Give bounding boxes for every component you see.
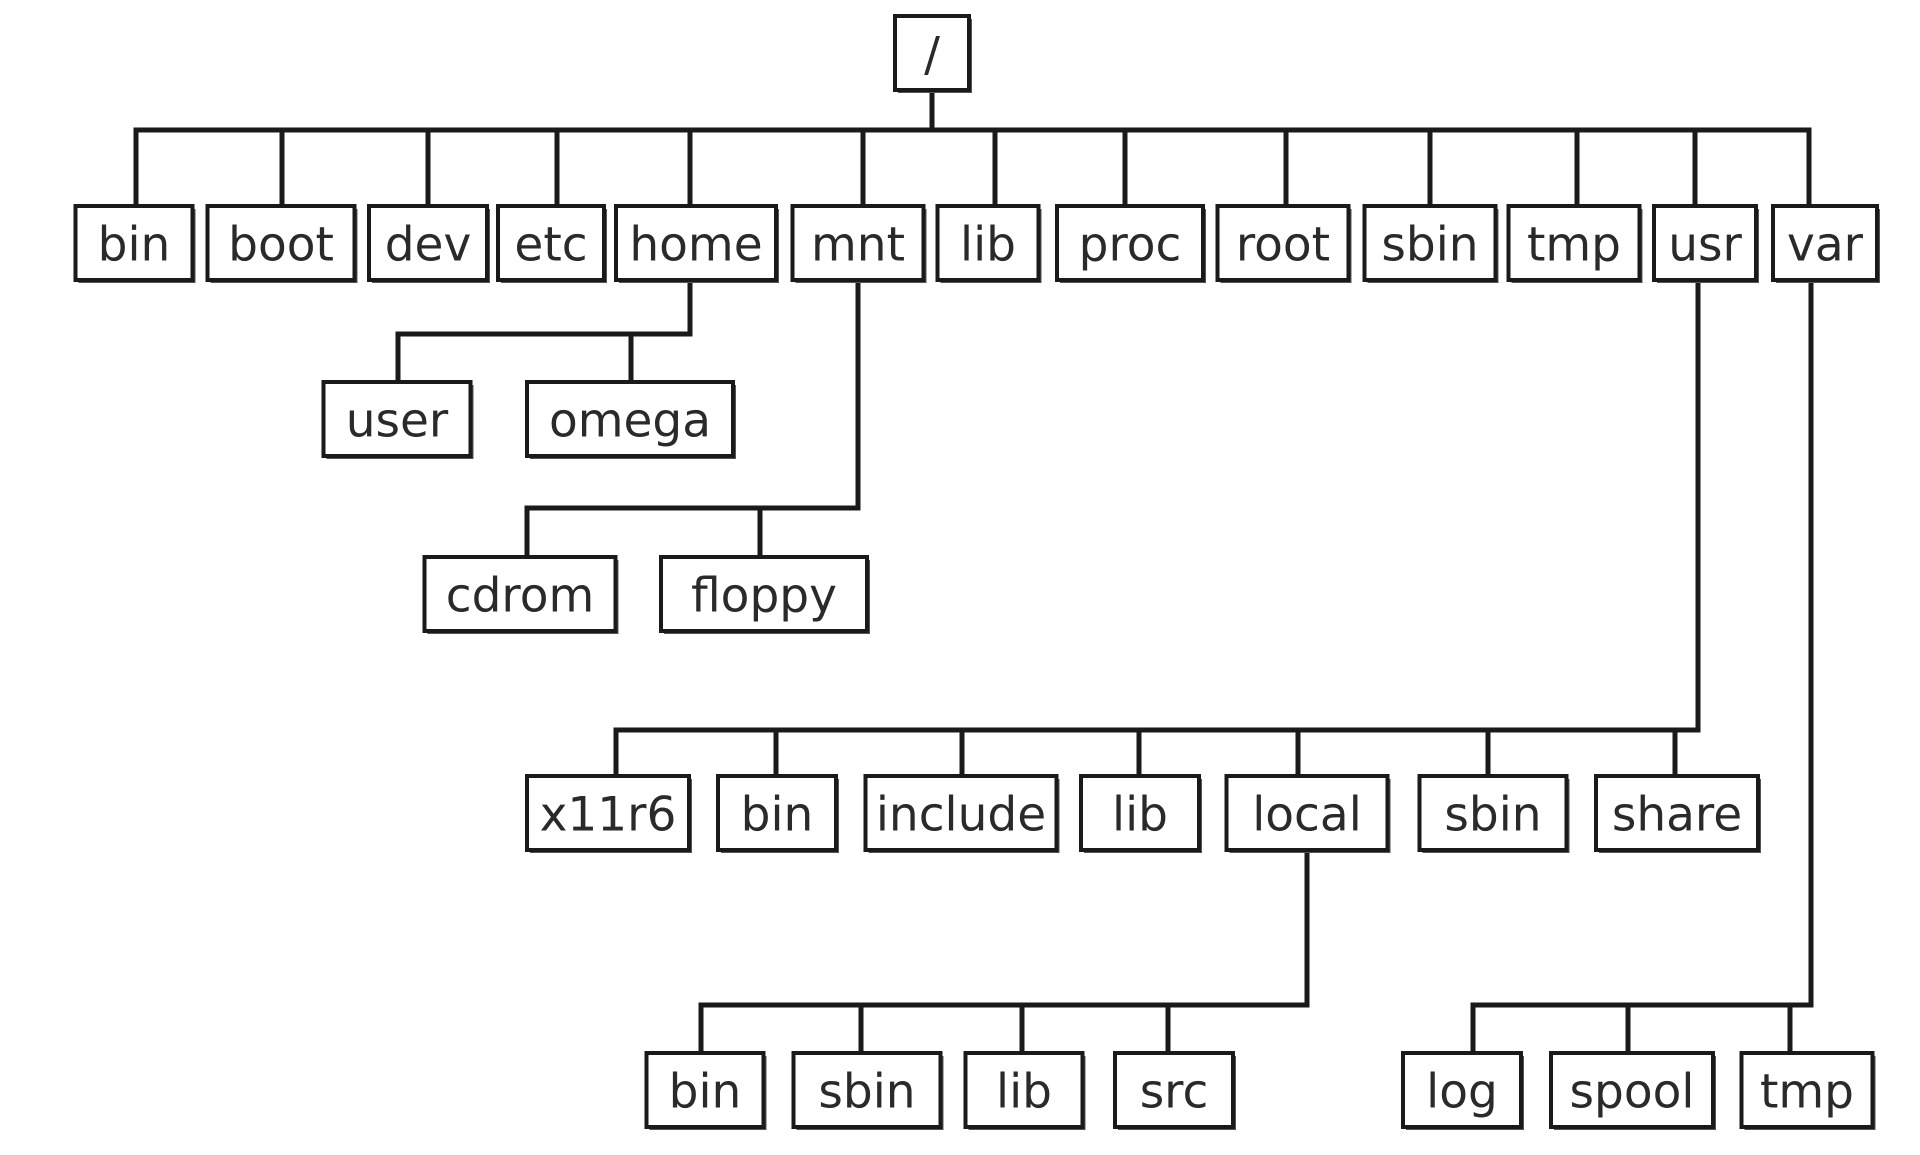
dir-node-spool: spool bbox=[1549, 1051, 1716, 1130]
dir-node-tmp: tmp bbox=[1506, 204, 1643, 283]
dir-node-src: src bbox=[1113, 1051, 1236, 1130]
dir-node-box bbox=[1739, 1051, 1875, 1129]
dir-node-proc: proc bbox=[1055, 204, 1206, 283]
dir-node-box bbox=[73, 204, 195, 282]
dir-node-label: lib bbox=[996, 1065, 1052, 1120]
dir-node-dev: dev bbox=[367, 204, 490, 283]
dir-node-box bbox=[1652, 204, 1758, 282]
dir-node-label: sbin bbox=[1444, 788, 1541, 843]
dir-node-box bbox=[716, 774, 838, 852]
dir-node-box bbox=[659, 555, 869, 633]
dir-node-label: log bbox=[1426, 1065, 1498, 1120]
dir-node-label: share bbox=[1612, 788, 1742, 843]
dir-node-box bbox=[1055, 204, 1205, 282]
dir-node-label: bin bbox=[669, 1065, 742, 1120]
dir-node-tmp: tmp bbox=[1739, 1051, 1876, 1130]
dir-node-bin: bin bbox=[73, 204, 196, 283]
dir-node-label: var bbox=[1787, 218, 1864, 273]
dir-node-usr: usr bbox=[1652, 204, 1759, 283]
dir-node-box bbox=[422, 555, 618, 633]
dir-node-label: lib bbox=[960, 218, 1016, 273]
dir-node-box bbox=[1113, 1051, 1235, 1129]
dir-node-label: usr bbox=[1668, 218, 1742, 273]
dir-node-label: dev bbox=[385, 218, 472, 273]
dir-node-box bbox=[525, 774, 691, 852]
dir-node-box bbox=[644, 1051, 766, 1129]
dir-node-sbin: sbin bbox=[1417, 774, 1570, 853]
dir-node-include: include bbox=[863, 774, 1060, 853]
dir-node-label: bin bbox=[98, 218, 171, 273]
dir-node-label: etc bbox=[514, 218, 587, 273]
dir-node-root: root bbox=[1215, 204, 1352, 283]
dir-node-lib: lib bbox=[1079, 774, 1202, 853]
dir-node-etc: etc bbox=[496, 204, 607, 283]
dir-node-label: floppy bbox=[691, 569, 837, 624]
dir-node-boot: boot bbox=[205, 204, 358, 283]
dir-node-box bbox=[496, 204, 606, 282]
dir-node-label: omega bbox=[549, 394, 711, 449]
dir-node-sbin: sbin bbox=[791, 1051, 944, 1130]
dir-node-box bbox=[1549, 1051, 1715, 1129]
dir-node-label: bin bbox=[741, 788, 814, 843]
dir-node-omega: omega bbox=[525, 380, 736, 459]
dir-node-label: x11r6 bbox=[540, 788, 677, 843]
dir-node-label: root bbox=[1236, 218, 1330, 273]
dir-node-log: log bbox=[1401, 1051, 1524, 1130]
dir-node-box bbox=[893, 14, 971, 92]
dir-node-label: lib bbox=[1112, 788, 1168, 843]
dir-node-label: cdrom bbox=[446, 569, 595, 624]
dir-node-box bbox=[863, 774, 1059, 852]
dir-node-box bbox=[1401, 1051, 1523, 1129]
dir-node-label: user bbox=[346, 394, 449, 449]
dir-node-floppy: floppy bbox=[659, 555, 870, 634]
dir-node-label: proc bbox=[1079, 218, 1182, 273]
dir-node-box bbox=[525, 380, 735, 458]
dir-node-label: home bbox=[629, 218, 762, 273]
dir-node-share: share bbox=[1594, 774, 1761, 853]
dir-node-label: include bbox=[876, 788, 1046, 843]
dir-node-root: / bbox=[893, 14, 972, 93]
dir-node-box bbox=[791, 1051, 943, 1129]
dir-node-box bbox=[1079, 774, 1201, 852]
dir-node-user: user bbox=[321, 380, 474, 459]
dir-node-label: boot bbox=[228, 218, 334, 273]
dir-node-box bbox=[1362, 204, 1498, 282]
dir-node-box bbox=[1506, 204, 1642, 282]
dir-node-cdrom: cdrom bbox=[422, 555, 619, 634]
dir-node-label: src bbox=[1140, 1065, 1209, 1120]
dir-node-label: mnt bbox=[811, 218, 905, 273]
dir-node-box bbox=[321, 380, 473, 458]
dir-node-label: local bbox=[1252, 788, 1362, 843]
dir-node-label: sbin bbox=[1381, 218, 1478, 273]
dir-node-box bbox=[614, 204, 778, 282]
dir-node-bin: bin bbox=[644, 1051, 767, 1130]
dir-node-x11r6: x11r6 bbox=[525, 774, 692, 853]
dir-node-box bbox=[205, 204, 357, 282]
dir-node-label: spool bbox=[1570, 1065, 1695, 1120]
dir-node-label: / bbox=[924, 28, 940, 83]
dir-node-box bbox=[790, 204, 926, 282]
dir-node-sbin: sbin bbox=[1362, 204, 1499, 283]
tree-edges bbox=[133, 87, 1814, 1056]
dir-node-var: var bbox=[1771, 204, 1880, 283]
dir-node-label: tmp bbox=[1760, 1065, 1854, 1120]
dir-node-box bbox=[1215, 204, 1351, 282]
dir-node-box bbox=[935, 204, 1041, 282]
dir-node-box bbox=[367, 204, 489, 282]
dir-node-mnt: mnt bbox=[790, 204, 927, 283]
dir-node-box bbox=[1224, 774, 1390, 852]
dir-node-box bbox=[1771, 204, 1879, 282]
dir-node-label: sbin bbox=[818, 1065, 915, 1120]
dir-node-lib: lib bbox=[963, 1051, 1086, 1130]
dir-node-bin: bin bbox=[716, 774, 839, 853]
dir-node-box bbox=[963, 1051, 1085, 1129]
dir-node-lib: lib bbox=[935, 204, 1042, 283]
dir-node-label: tmp bbox=[1527, 218, 1621, 273]
dir-node-home: home bbox=[614, 204, 779, 283]
dir-node-box bbox=[1417, 774, 1569, 852]
dir-node-local: local bbox=[1224, 774, 1391, 853]
dir-node-box bbox=[1594, 774, 1760, 852]
